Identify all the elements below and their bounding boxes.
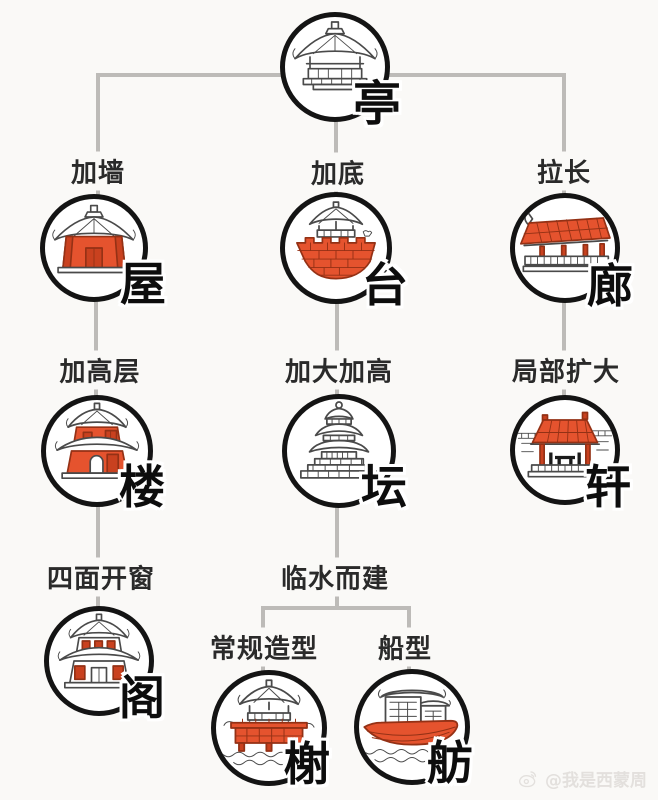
node-char-wu: 屋 <box>120 257 166 311</box>
ge-pavilion-illustration <box>57 613 141 689</box>
edge-label-enlarge-heighten: 加大加高 <box>277 350 401 390</box>
connector-ting-lang <box>562 73 566 196</box>
node-char-fang: 舫 <box>427 736 473 790</box>
connector-lou-ge <box>96 506 100 608</box>
node-char-ge: 阁 <box>119 671 165 725</box>
fang-boat-hall-illustration <box>363 689 459 763</box>
connector-ting-wu <box>96 73 100 197</box>
xie-waterside-illustration <box>222 679 315 766</box>
connector-lang-xuan <box>562 301 566 397</box>
node-xuan-circle <box>510 395 620 505</box>
tai-terrace-illustration <box>296 201 376 280</box>
wu-house-illustration <box>52 204 136 274</box>
tan-altar-illustration <box>300 401 378 479</box>
edge-label-partial-expand: 局部扩大 <box>504 350 628 390</box>
edge-label-windows-four-sides: 四面开窗 <box>39 557 163 597</box>
lang-corridor-illustration <box>520 212 611 273</box>
node-tai-circle <box>280 192 392 304</box>
edge-label-built-by-water: 临水而建 <box>273 557 397 597</box>
node-ge-circle <box>44 606 154 716</box>
node-lou-circle <box>41 395 153 507</box>
node-char-lou: 楼 <box>119 460 165 514</box>
edge-label-boat-shape: 船型 <box>370 627 440 667</box>
edge-label-elongate: 拉长 <box>529 151 599 191</box>
connector-split-horizontal <box>261 606 411 610</box>
node-lang-circle <box>510 193 620 303</box>
weibo-logo-icon <box>518 770 537 787</box>
node-tan-circle <box>282 394 396 508</box>
edge-label-add-stories: 加高层 <box>52 350 148 390</box>
node-wu-circle <box>40 194 148 302</box>
ting-pavilion-illustration <box>292 21 378 91</box>
xuan-veranda-illustration <box>517 411 613 478</box>
node-char-xie: 榭 <box>284 737 330 791</box>
node-char-xuan: 轩 <box>585 460 631 514</box>
edge-label-add-base: 加底 <box>303 152 373 192</box>
node-char-ting: 亭 <box>352 76 402 132</box>
connector-wu-lou <box>94 300 98 398</box>
node-fang-circle <box>354 669 470 785</box>
node-xie-circle <box>211 670 327 786</box>
node-char-tan: 坛 <box>361 460 407 514</box>
edge-label-conventional-shape: 常规造型 <box>202 627 326 667</box>
lou-tower-illustration <box>54 402 140 480</box>
connector-tai-tan <box>335 302 339 396</box>
edge-label-add-wall: 加墙 <box>63 151 133 191</box>
node-ting-circle <box>280 12 390 122</box>
node-char-lang: 廊 <box>587 259 633 313</box>
watermark: @我是西蒙周 <box>516 766 647 791</box>
watermark-text: @我是西蒙周 <box>545 771 647 791</box>
node-char-tai: 台 <box>362 258 408 312</box>
